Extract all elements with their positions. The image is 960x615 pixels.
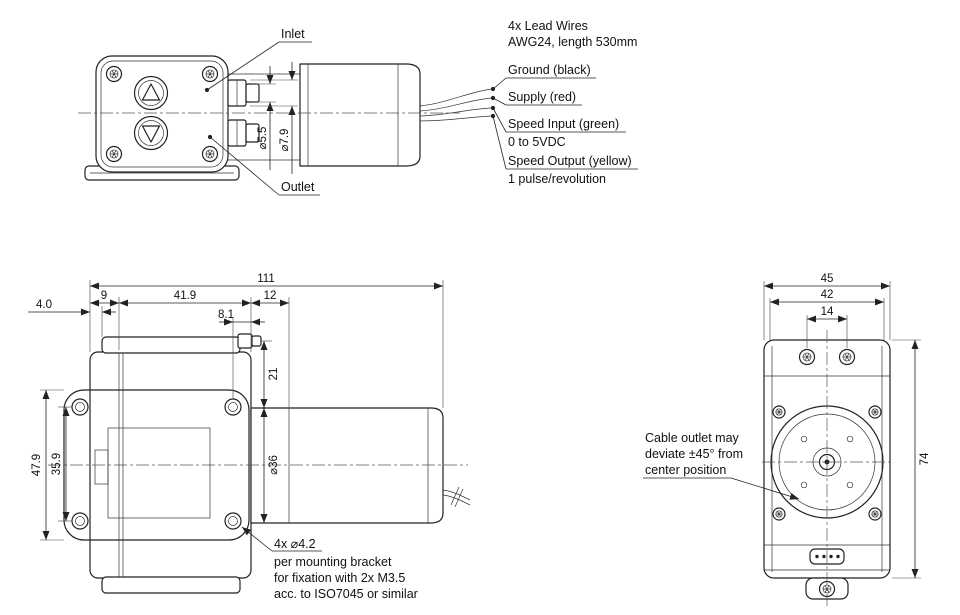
cable-note-line2: deviate ±45° from	[645, 447, 743, 461]
dimension-4-0: 4.0	[28, 299, 116, 337]
mounting-note-line3: for fixation with 2x M3.5	[274, 571, 405, 585]
dim-21-label: 21	[268, 368, 280, 381]
torx-screw-icon	[201, 65, 219, 83]
dim-14-label: 14	[821, 306, 834, 318]
dim-dia-5-5-label: ⌀5.5	[257, 127, 269, 150]
speed-output-detail-label: 1 pulse/revolution	[508, 172, 606, 186]
dim-9-label: 9	[101, 290, 107, 302]
mounting-hole	[71, 398, 89, 416]
dimension-45: 45	[763, 273, 891, 340]
motor-end-view: 45 42 14 74 Cable outlet may deviate ±45…	[643, 273, 931, 606]
mounting-note-callout: 4x ⌀4.2 per mounting bracket for fixatio…	[241, 526, 418, 601]
dimension-8-1: 8.1	[218, 309, 265, 399]
dim-111-label: 111	[257, 273, 274, 285]
torx-screw-icon	[868, 507, 882, 521]
outlet-barb	[227, 119, 260, 147]
torx-screw-icon	[838, 348, 856, 366]
pump-housing	[228, 73, 300, 161]
port-side-view: ⌀5.5 ⌀7.9 Inlet Outlet 4x Lead Wires AWG…	[78, 19, 638, 196]
flow-arrow-down-icon	[141, 125, 161, 143]
dim-dia-36-label: ⌀36	[268, 455, 280, 475]
lead-wires-label-line1: 4x Lead Wires	[508, 19, 588, 33]
dimension-35-9: 35.9	[51, 406, 72, 522]
dimension-dia-36: ⌀36	[260, 408, 280, 523]
motor-body-side	[250, 407, 444, 524]
dimension-111: 111	[89, 273, 444, 408]
dimension-47-9: 47.9	[31, 389, 64, 541]
cable-exit	[442, 486, 471, 508]
dim-8-1-label: 8.1	[218, 309, 234, 321]
dimension-14: 14	[806, 306, 848, 348]
side-elevation-view: 111 9 41.9 12 4.0 8.1	[28, 273, 471, 601]
outlet-callout: Outlet	[207, 134, 320, 196]
speed-input-detail-label: 0 to 5VDC	[508, 135, 566, 149]
torx-screw-icon	[868, 405, 882, 419]
mounting-note-line4: acc. to ISO7045 or similar	[274, 587, 418, 601]
speed-input-wire-label: Speed Input (green)	[508, 117, 619, 131]
flow-arrow-up-icon	[141, 83, 161, 101]
torx-screw-icon	[772, 507, 786, 521]
speed-output-wire-label: Speed Output (yellow)	[508, 154, 632, 168]
lead-wires-label-line2: AWG24, length 530mm	[508, 35, 637, 49]
dim-12-label: 12	[264, 290, 277, 302]
cable-note-line1: Cable outlet may	[645, 431, 740, 445]
dim-47-9-label: 47.9	[31, 454, 43, 476]
dim-42-label: 42	[821, 289, 834, 301]
ground-wire-callout: Ground (black)	[490, 63, 596, 92]
outlet-label: Outlet	[281, 180, 315, 194]
mounting-hole	[71, 512, 89, 530]
dimension-74: 74	[892, 339, 931, 579]
top-barb-side	[237, 333, 262, 349]
cable-outlet	[809, 548, 845, 565]
dimension-12: 12	[251, 290, 290, 408]
mounting-hole	[224, 398, 242, 416]
motor-body	[299, 63, 421, 167]
inlet-callout: Inlet	[204, 27, 312, 93]
dim-45-label: 45	[821, 273, 834, 285]
dim-35-9-label: 35.9	[51, 453, 63, 475]
supply-wire-callout: Supply (red)	[490, 90, 582, 106]
mounting-note-line1: 4x ⌀4.2	[274, 537, 316, 551]
cable-note-line3: center position	[645, 463, 726, 477]
dimension-42: 42	[769, 289, 885, 340]
dim-4-0-label: 4.0	[36, 299, 52, 311]
outlet-port	[133, 115, 169, 151]
dim-41-9-label: 41.9	[174, 290, 196, 302]
lead-wires-note: 4x Lead Wires AWG24, length 530mm	[508, 19, 637, 49]
torx-screw-icon	[201, 145, 219, 163]
inlet-label: Inlet	[281, 27, 305, 41]
torx-screw-icon	[772, 405, 786, 419]
torx-screw-icon	[105, 145, 123, 163]
dimension-21: 21	[260, 340, 280, 408]
speed-output-wire-callout: Speed Output (yellow) 1 pulse/revolution	[490, 113, 638, 186]
torx-screw-icon	[798, 348, 816, 366]
ground-wire-label: Ground (black)	[508, 63, 591, 77]
lead-wires	[419, 88, 493, 122]
dim-dia-7-9-label: ⌀7.9	[279, 129, 291, 152]
inlet-port	[133, 75, 169, 111]
torx-screw-icon	[105, 65, 123, 83]
speed-input-wire-callout: Speed Input (green) 0 to 5VDC	[490, 105, 626, 149]
mounting-note-line2: per mounting bracket	[274, 555, 392, 569]
dimension-dia-7-9: ⌀7.9	[250, 62, 298, 174]
dimension-dia-5-5: ⌀5.5	[252, 66, 276, 170]
pump-head	[95, 55, 229, 173]
dim-74-label: 74	[919, 452, 931, 465]
mounting-hole	[224, 512, 242, 530]
supply-wire-label: Supply (red)	[508, 90, 576, 104]
cable-outlet-note-callout: Cable outlet may deviate ±45° from cente…	[643, 431, 800, 500]
